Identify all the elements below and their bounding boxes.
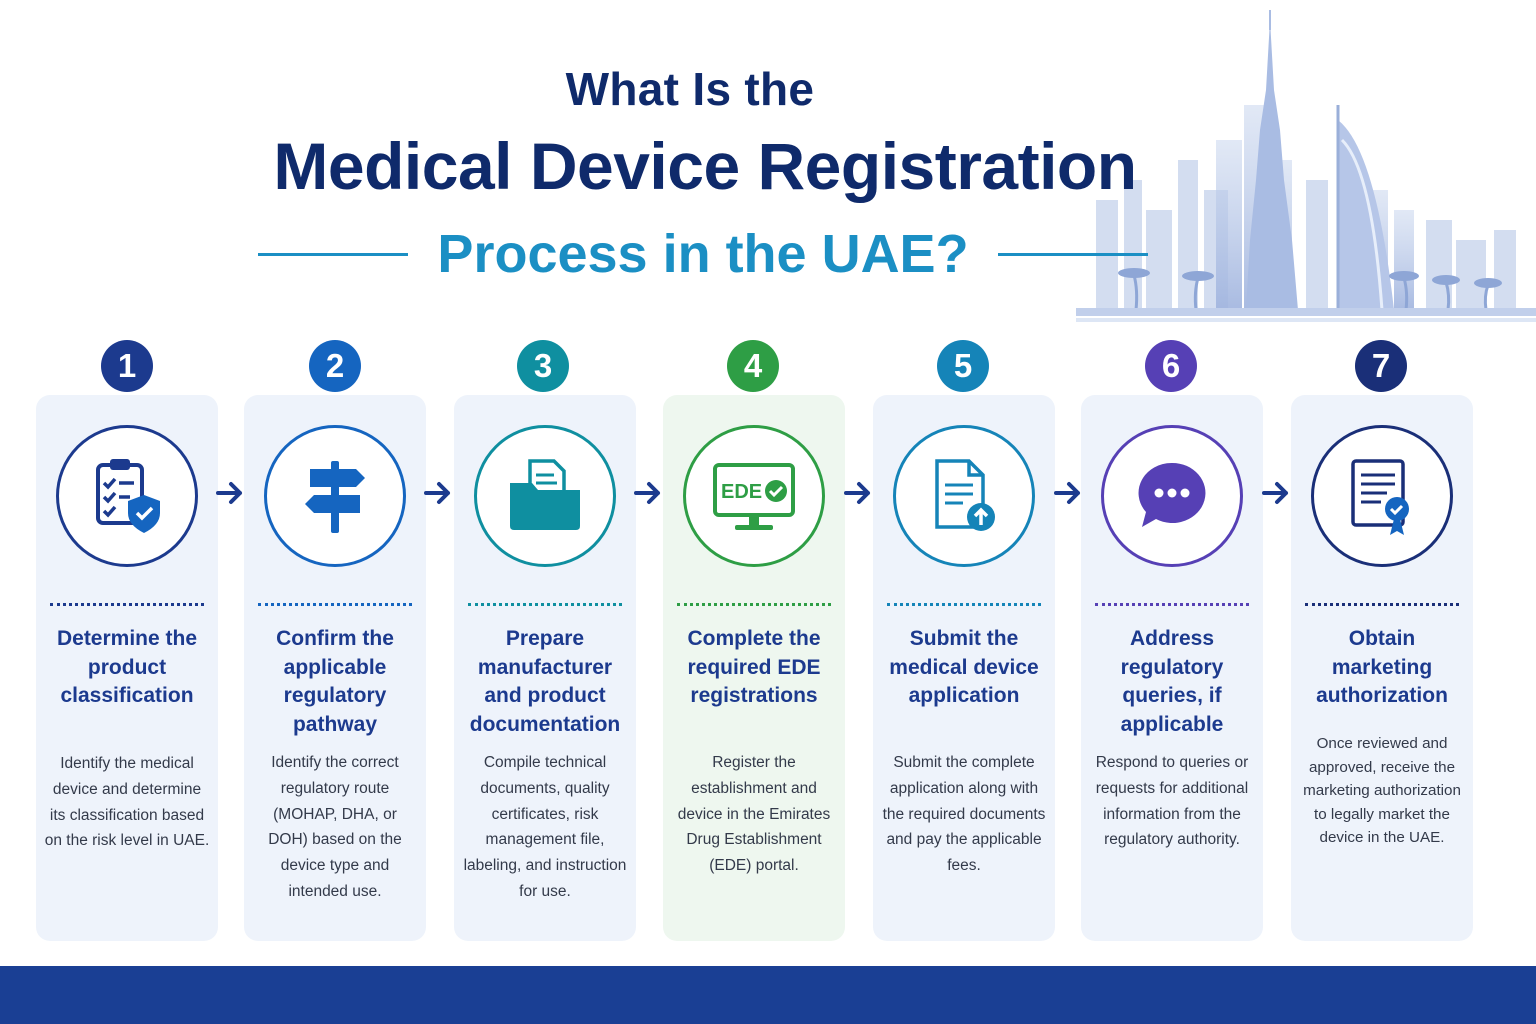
step-7-icon-ring (1311, 425, 1453, 567)
ede-icon-text: EDE (721, 481, 762, 503)
step-7-description: Once reviewed and approved, receive the … (1303, 735, 1461, 846)
step-number: 2 (325, 347, 345, 384)
title-rule-left (258, 252, 408, 256)
step-3-title: Prepare manufacturer and product documen… (469, 627, 621, 736)
step-1-icon-ring (56, 425, 198, 567)
step-3-icon-ring (474, 425, 616, 567)
step-number: 6 (1161, 347, 1181, 384)
arrow-right-icon (424, 482, 450, 504)
certificate-icon (1351, 459, 1409, 535)
ede-monitor-icon: EDE (713, 463, 795, 530)
step-3-description: Compile technical documents, quality cer… (463, 754, 627, 900)
step-4-badge: 4 (727, 340, 779, 392)
step-5-title: Submit the medical device application (889, 627, 1039, 707)
step-6-description: Respond to queries or requests for addit… (1095, 754, 1249, 849)
arrow-right-icon (634, 482, 660, 504)
step-3-card: Prepare manufacturer and product documen… (454, 395, 636, 941)
step-3-divider (468, 603, 622, 606)
step-2-icon-ring (264, 425, 406, 567)
step-7-divider (1305, 603, 1459, 606)
step-number: 7 (1371, 347, 1391, 384)
step-6-icon-ring (1101, 425, 1243, 567)
step-5-icon-ring (893, 425, 1035, 567)
step-5-card: Submit the medical device application Su… (873, 395, 1055, 941)
step-5-description: Submit the complete application along wi… (882, 754, 1046, 875)
arrow-right-icon (1054, 482, 1080, 504)
step-2-badge: 2 (309, 340, 361, 392)
title-line-3: Process in the UAE? (437, 224, 969, 284)
step-6-divider (1095, 603, 1249, 606)
arrow-right-icon (1262, 482, 1288, 504)
title-line-2: Medical Device Registration (273, 129, 1137, 203)
step-number: 3 (533, 347, 553, 384)
step-1-description: Identify the medical device and determin… (44, 755, 210, 850)
step-2-title: Confirm the applicable regulatory pathwa… (276, 627, 394, 736)
step-7-title: Obtain marketing authorization (1316, 627, 1448, 707)
step-5-badge: 5 (937, 340, 989, 392)
document-upload-icon (935, 459, 995, 531)
step-2-card: Confirm the applicable regulatory pathwa… (244, 395, 426, 941)
step-1-title: Determine the product classification (56, 627, 198, 707)
dubai-skyline-illustration (1076, 10, 1536, 322)
step-number: 4 (743, 347, 763, 384)
title-rule-right (997, 252, 1148, 256)
step-2-divider (258, 603, 412, 606)
arrow-right-icon (216, 482, 242, 504)
folder-documents-icon (510, 459, 580, 530)
chat-bubble-icon (1138, 462, 1206, 527)
step-7-card: Obtain marketing authorization Once revi… (1291, 395, 1473, 941)
title-line-1: What Is the (565, 63, 815, 115)
step-4-icon-ring: EDE (683, 425, 825, 567)
step-6-card: Address regulatory queries, if applicabl… (1081, 395, 1263, 941)
footer-bar (0, 966, 1536, 1024)
signpost-icon (305, 461, 365, 533)
step-4-title: Complete the required EDE registrations (687, 627, 821, 707)
step-1-card: Determine the product classification Ide… (36, 395, 218, 941)
step-2-description: Identify the correct regulatory route (M… (268, 754, 402, 900)
step-4-description: Register the establishment and device in… (677, 754, 831, 875)
header: What Is the Medical Device Registration … (0, 0, 1536, 330)
step-6-badge: 6 (1145, 340, 1197, 392)
step-6-title: Address regulatory queries, if applicabl… (1120, 627, 1224, 736)
step-7-badge: 7 (1355, 340, 1407, 392)
step-3-badge: 3 (517, 340, 569, 392)
title-line-3-row: Process in the UAE? (258, 222, 1148, 286)
step-number: 1 (117, 347, 137, 384)
step-4-divider (677, 603, 831, 606)
step-number: 5 (953, 347, 973, 384)
step-5-divider (887, 603, 1041, 606)
arrow-right-icon (844, 482, 870, 504)
clipboard-shield-icon (96, 459, 160, 533)
step-1-divider (50, 603, 204, 606)
step-1-badge: 1 (101, 340, 153, 392)
step-4-card: EDE Complete the required EDE registrati… (663, 395, 845, 941)
